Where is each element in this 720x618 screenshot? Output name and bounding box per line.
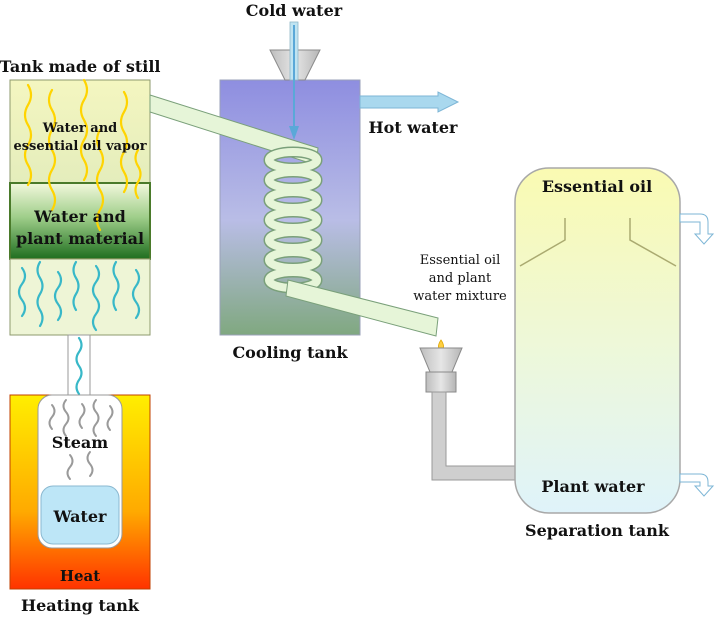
steam-riser-wave (75, 336, 83, 396)
hot-water-label: Hot water (369, 118, 458, 137)
condensate-pipe (285, 279, 439, 337)
essential-oil-label: Essential oil (542, 177, 652, 196)
plant-water-label: Plant water (541, 477, 645, 496)
heating-tank-label: Heating tank (21, 596, 140, 615)
cold-water-label: Cold water (246, 1, 343, 20)
plant-label-line2: plant material (16, 229, 144, 248)
steam-label: Steam (52, 433, 108, 452)
vapor-label-line2: essential oil vapor (13, 139, 146, 154)
mixture-label-line1: Essential oil (420, 253, 500, 268)
mixture-label-line3: water mixture (413, 289, 507, 304)
hot-water-arrow-icon (359, 91, 460, 113)
steam-waves (48, 399, 114, 480)
heat-label: Heat (60, 567, 100, 585)
plant-label-line1: Water and (33, 207, 126, 226)
oil-outlet-arrow-icon (679, 213, 715, 245)
separation-divider-right (629, 218, 677, 267)
vapor-label-line1: Water and (42, 121, 118, 136)
separation-tank-body (514, 167, 681, 514)
water-label: Water (53, 507, 108, 526)
separation-funnel-neck (425, 371, 457, 393)
still-bottom-section (9, 258, 151, 336)
mixture-label-line2: and plant (429, 271, 492, 286)
condensate-waves (17, 260, 141, 332)
still-plant-section (9, 182, 151, 260)
water-box (40, 485, 120, 545)
cold-water-arrowhead-icon (289, 126, 299, 140)
separation-divider-left (519, 218, 566, 267)
separation-funnel-icon (419, 347, 463, 373)
separation-tank-label: Separation tank (525, 521, 670, 540)
still-tank-label: Tank made of still (0, 57, 161, 76)
cooling-tank-label: Cooling tank (232, 343, 348, 362)
water-outlet-arrow-icon (679, 473, 715, 497)
vapor-waves (23, 78, 142, 232)
condenser-coil-icon (263, 146, 323, 294)
separation-feed-pipe (431, 391, 519, 481)
